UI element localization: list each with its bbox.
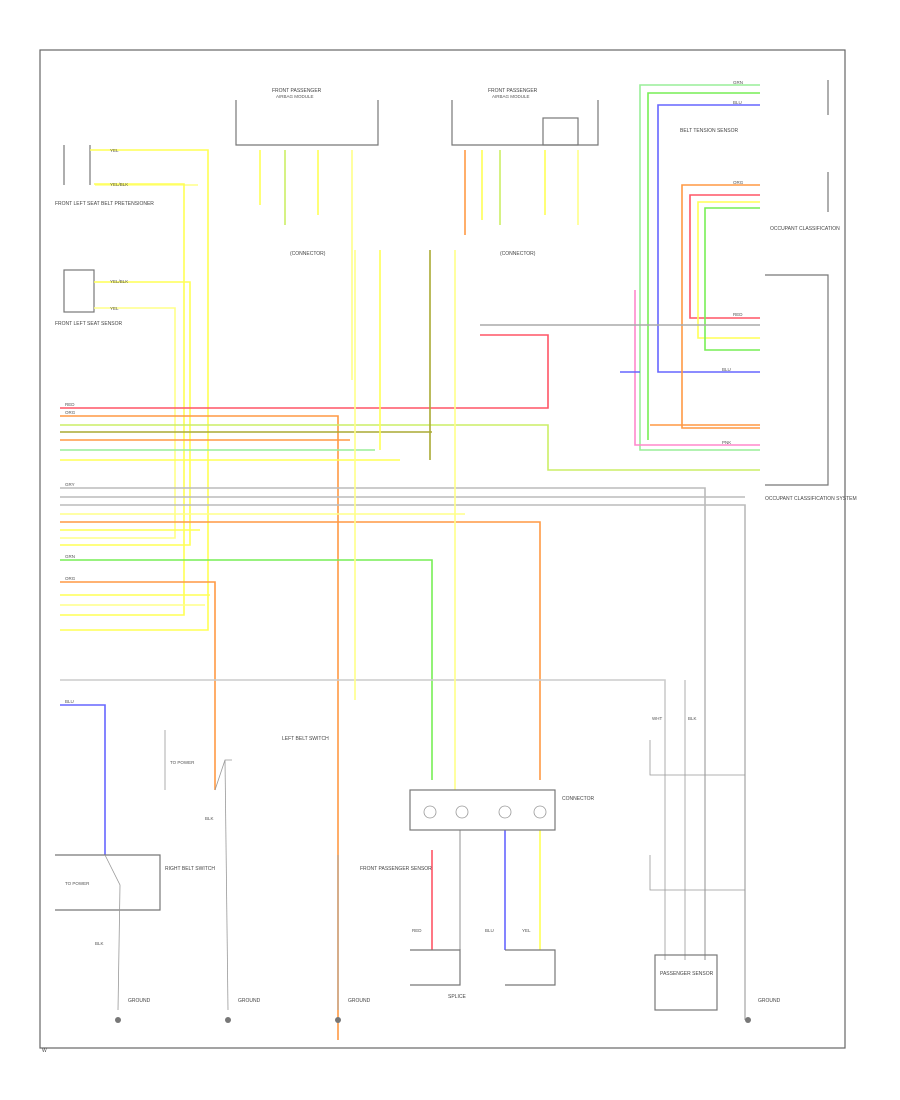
- svg-text:BLK: BLK: [688, 716, 697, 721]
- wire-blue-left: [60, 704, 106, 855]
- svg-text:GROUND: GROUND: [758, 998, 781, 1004]
- wire-blue-r: [657, 104, 760, 373]
- svg-text:BLU: BLU: [722, 367, 731, 372]
- front-passenger-airbag-left: FRONT PASSENGER AIRBAG MODULE: [235, 88, 379, 146]
- svg-text:BELT TENSION SENSOR: BELT TENSION SENSOR: [680, 128, 738, 134]
- svg-text:AIRBAG MODULE: AIRBAG MODULE: [276, 94, 314, 99]
- wire-orange-3: [60, 521, 541, 780]
- svg-text:YEL: YEL: [110, 306, 119, 311]
- svg-text:BLK: BLK: [205, 816, 214, 821]
- multi-connector: CONNECTOR: [409, 789, 595, 831]
- ground-3: GROUND: [335, 998, 371, 1023]
- svg-text:YEL: YEL: [522, 928, 531, 933]
- svg-text:PNK: PNK: [722, 440, 731, 445]
- svg-text:GROUND: GROUND: [128, 998, 151, 1004]
- svg-text:YEL/BLK: YEL/BLK: [110, 279, 128, 284]
- svg-text:SPLICE: SPLICE: [448, 994, 466, 1000]
- wire-orange-r: [681, 184, 760, 429]
- ground-2: GROUND: [225, 998, 261, 1023]
- svg-text:RED: RED: [65, 402, 75, 407]
- svg-text:GRN: GRN: [65, 554, 75, 559]
- wire-green-r2: [704, 207, 760, 351]
- svg-text:BLU: BLU: [65, 699, 74, 704]
- footer-code: W: [42, 1048, 47, 1054]
- svg-text:BLU: BLU: [733, 100, 742, 105]
- svg-text:YEL/BLK: YEL/BLK: [110, 182, 128, 187]
- front-left-pretensioner: FRONT LEFT SEAT BELT PRETENSIONER: [55, 145, 154, 207]
- svg-text:RIGHT BELT SWITCH: RIGHT BELT SWITCH: [165, 866, 215, 872]
- svg-text:BLK: BLK: [95, 941, 104, 946]
- svg-text:GRN: GRN: [733, 80, 743, 85]
- svg-text:TO POWER: TO POWER: [170, 760, 195, 765]
- svg-text:BLU: BLU: [485, 928, 494, 933]
- svg-text:GROUND: GROUND: [238, 998, 261, 1004]
- front-passenger-sensor: FRONT PASSENGER SENSOR: [337, 855, 432, 1010]
- right-belt-switch: RIGHT BELT SWITCH TO POWER: [55, 854, 215, 1011]
- belt-tension-sensor: BELT TENSION SENSOR: [680, 80, 829, 134]
- wire-green-r: [647, 92, 760, 440]
- svg-text:FRONT LEFT SEAT SENSOR: FRONT LEFT SEAT SENSOR: [55, 321, 123, 327]
- wire-pink-r: [634, 290, 760, 446]
- front-left-seat-sensor: FRONT LEFT SEAT SENSOR: [55, 269, 123, 327]
- svg-text:LEFT BELT SWITCH: LEFT BELT SWITCH: [282, 736, 329, 742]
- wire-gray-3: [60, 504, 746, 1020]
- wire-gray-long: [60, 679, 666, 960]
- diagram-frame: [39, 49, 846, 1049]
- wire-yellow-3: [60, 281, 191, 546]
- svg-text:FRONT PASSENGER SENSOR: FRONT PASSENGER SENSOR: [360, 866, 432, 872]
- wire-red-r: [689, 194, 760, 319]
- wire-yellow-green: [60, 424, 760, 471]
- svg-text:RED: RED: [412, 928, 422, 933]
- wire-lightgreen-r: [639, 84, 760, 451]
- wire-green-conn: [60, 559, 433, 780]
- svg-text:RED: RED: [733, 312, 743, 317]
- ground-4: GROUND: [745, 998, 781, 1023]
- connector-label-1: (CONNECTOR): [290, 251, 326, 257]
- passenger-sensor-bottom: PASSENGER SENSOR: [654, 954, 718, 1011]
- svg-text:FRONT LEFT SEAT BELT PRETENSIO: FRONT LEFT SEAT BELT PRETENSIONER: [55, 201, 154, 207]
- wire-yellow-r: [697, 201, 760, 339]
- wire-yellow-4: [60, 307, 176, 539]
- svg-text:GRY: GRY: [65, 482, 75, 487]
- wire-yellow-1: [60, 149, 209, 631]
- svg-text:WHT: WHT: [652, 716, 662, 721]
- right-lower-connectors: [649, 680, 745, 960]
- wire-gray-1: [60, 487, 706, 960]
- svg-text:ORG: ORG: [733, 180, 744, 185]
- wire-red-main: [60, 334, 549, 409]
- front-passenger-airbag-right: FRONT PASSENGER AIRBAG MODULE: [451, 88, 599, 146]
- svg-text:FRONT PASSENGER: FRONT PASSENGER: [488, 88, 538, 94]
- svg-text:FRONT PASSENGER: FRONT PASSENGER: [272, 88, 322, 94]
- wires: [60, 84, 760, 1040]
- ground-1: GROUND: [115, 998, 151, 1023]
- svg-text:YEL: YEL: [110, 148, 119, 153]
- splice-bottom: SPLICE: [410, 949, 556, 1000]
- svg-text:GROUND: GROUND: [348, 998, 371, 1004]
- svg-text:OCCUPANT CLASSIFICATION SYSTEM: OCCUPANT CLASSIFICATION SYSTEM: [765, 496, 857, 502]
- occupant-classification-module: OCCUPANT CLASSIFICATION OCCUPANT CLASSIF…: [765, 172, 857, 502]
- wire-orange-4: [60, 581, 216, 790]
- wire-orange-main: [60, 415, 339, 1040]
- svg-text:ORG: ORG: [65, 410, 76, 415]
- svg-text:PASSENGER SENSOR: PASSENGER SENSOR: [660, 971, 714, 977]
- svg-text:ORG: ORG: [65, 576, 76, 581]
- left-belt-switch: LEFT BELT SWITCH TO POWER: [164, 730, 329, 1011]
- connector-label-2: (CONNECTOR): [500, 251, 536, 257]
- svg-text:TO POWER: TO POWER: [65, 881, 90, 886]
- wire-tags: YEL YEL/BLK YEL/BLK YEL RED ORG GRY GRN …: [65, 80, 744, 946]
- svg-text:CONNECTOR: CONNECTOR: [562, 796, 595, 802]
- wire-yellow-5: [60, 183, 185, 616]
- svg-text:OCCUPANT CLASSIFICATION: OCCUPANT CLASSIFICATION: [770, 226, 840, 232]
- svg-text:AIRBAG MODULE: AIRBAG MODULE: [492, 94, 530, 99]
